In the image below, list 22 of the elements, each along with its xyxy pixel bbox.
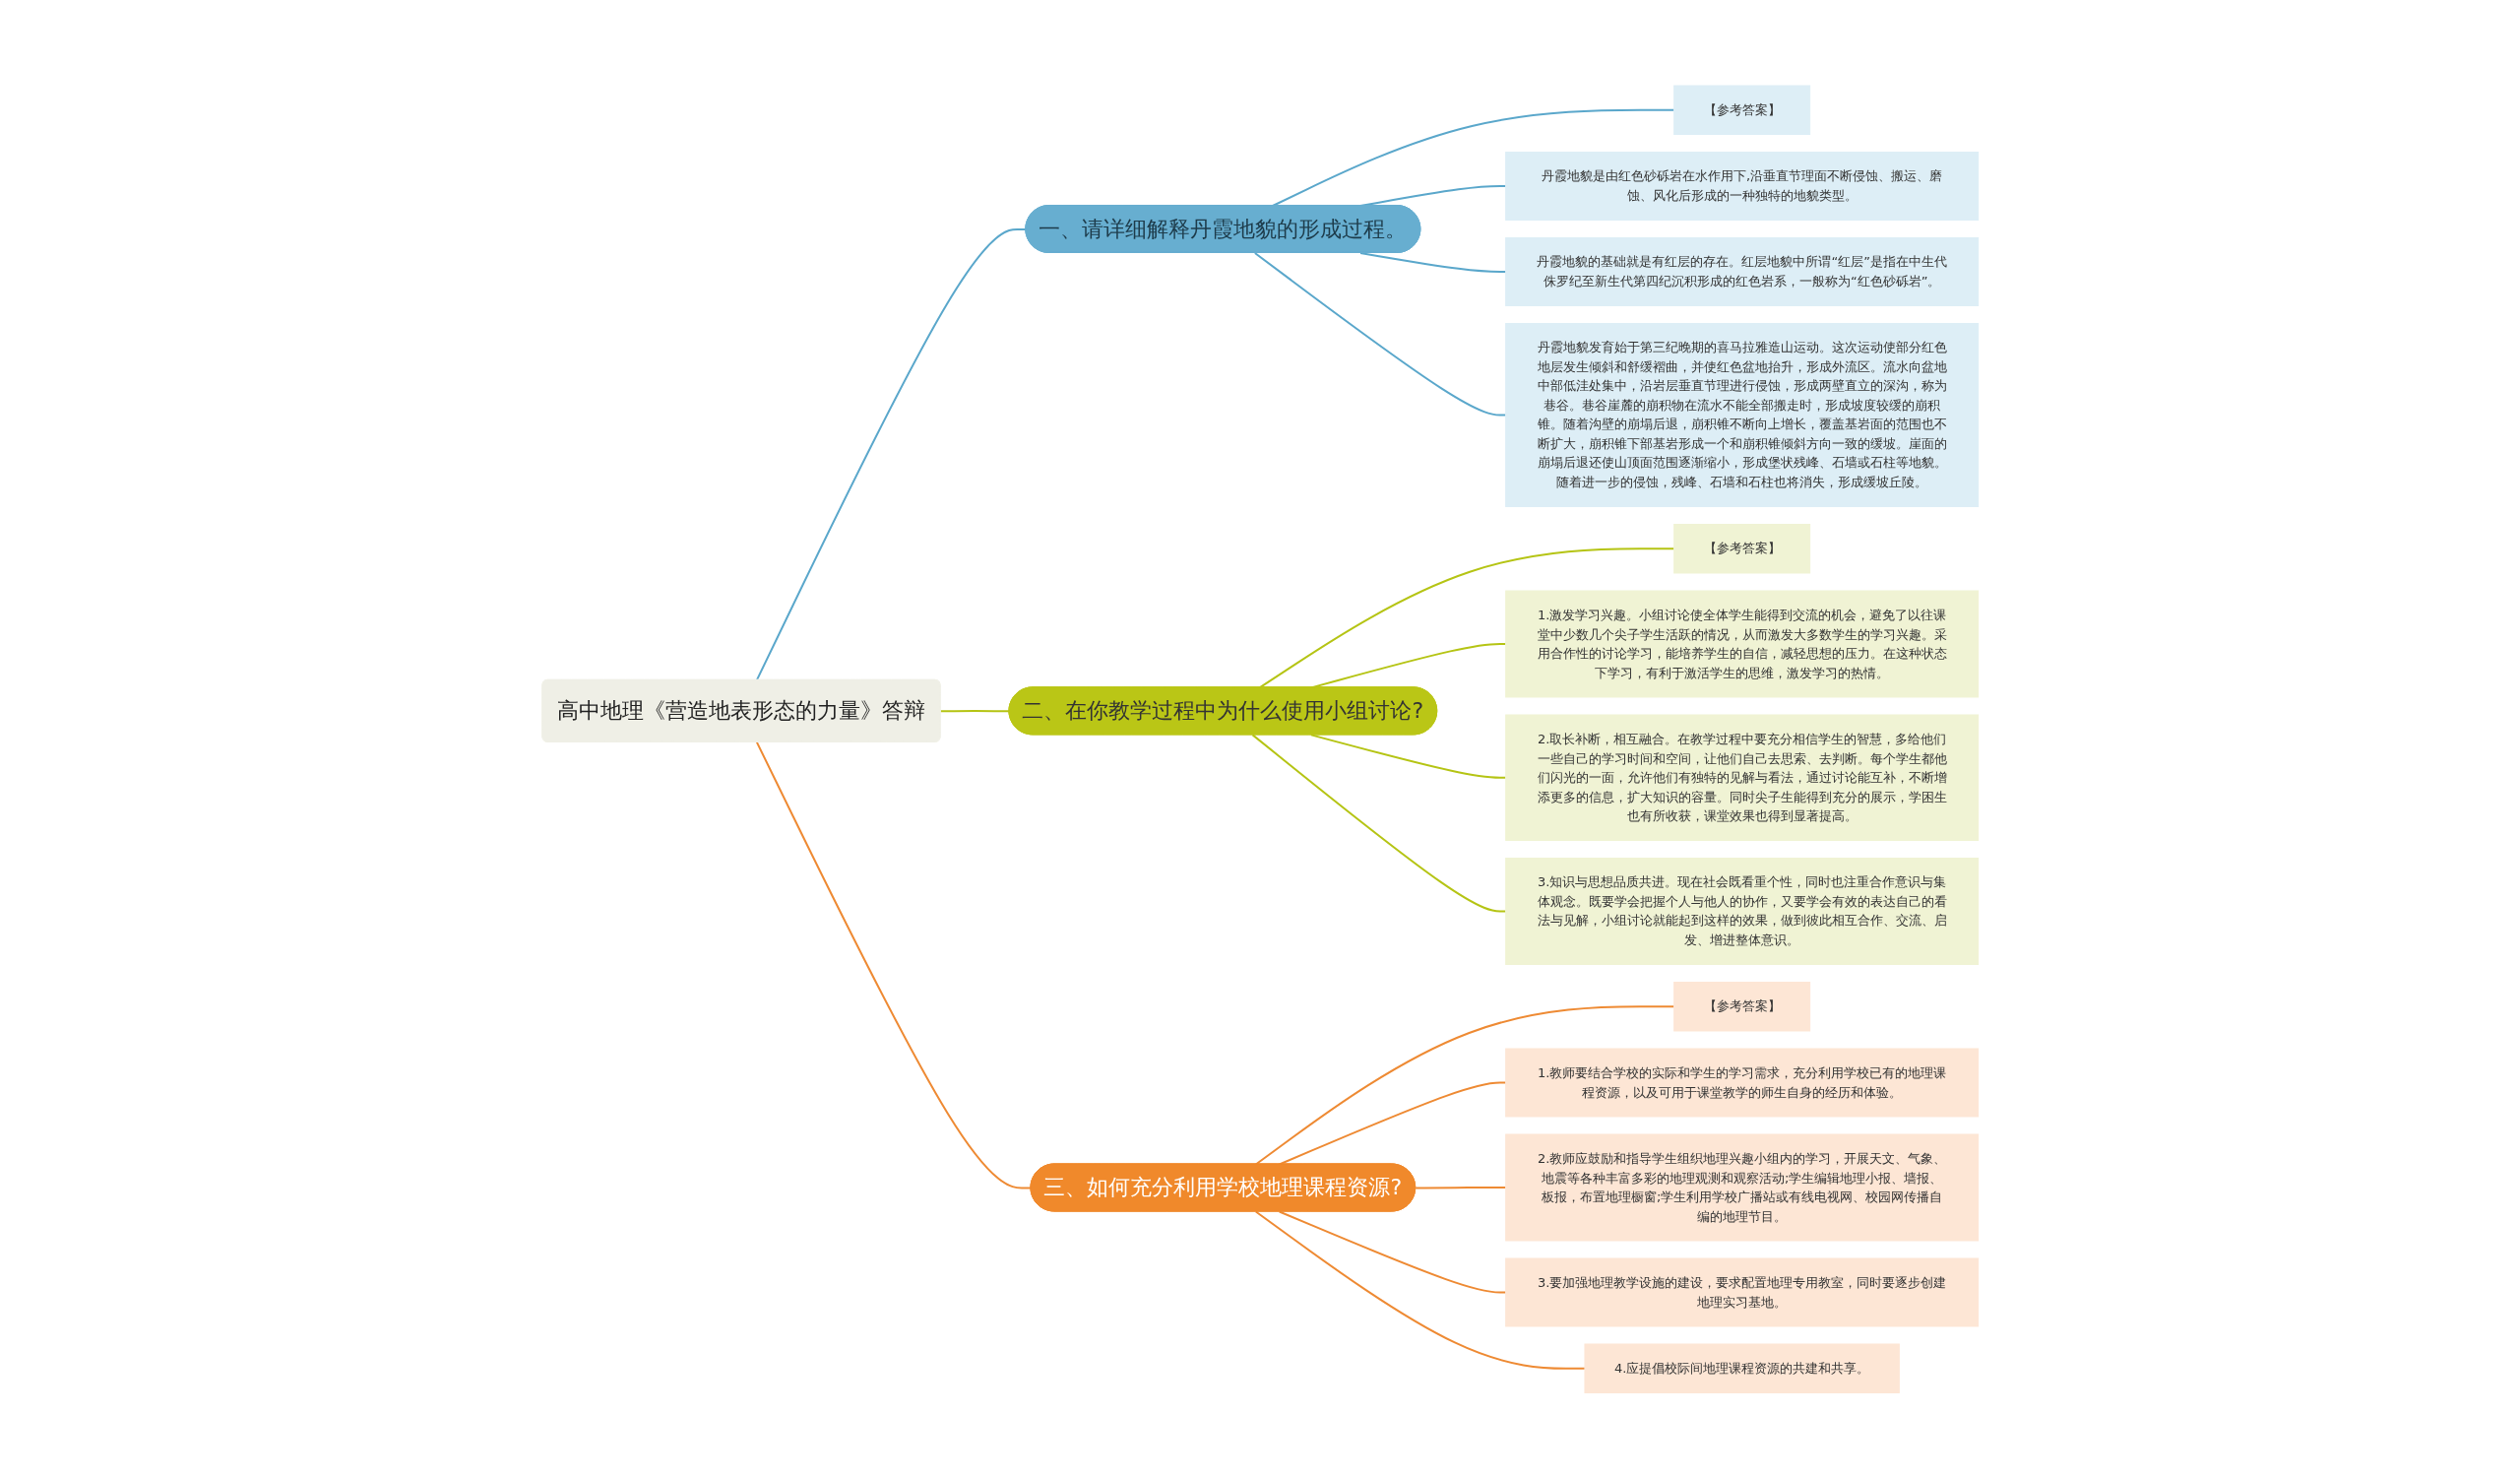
node-box: 【参考答案】 — [1672, 523, 1810, 574]
node-box: 3.知识与思想品质共进。现在社会既看重个性，同时也注重合作意识与集体观念。既要学会把握个人与他人的协作，又要学会有效的表达自己的看法与见解，小组讨论就能起到这样的效果，做到彼此相互合作、交流、启发、增进整体意识。 — [1504, 857, 1979, 965]
node-box: 丹霞地貌是由红色砂砾岩在水作用下,沿垂直节理面不断侵蚀、搬运、磨蚀、风化后形成的一种独特的地貌类型。 — [1504, 151, 1979, 221]
connector — [1414, 1186, 1507, 1189]
node-box: 丹霞地貌的基础就是有红层的存在。红层地貌中所谓“红层”是指在中生代侏罗纪至新生代第四纪沉积形成的红色岩系，一般称为“红色砂砾岩”。 — [1504, 236, 1979, 306]
connector — [1309, 734, 1507, 779]
node-box: 1.教师要结合学校的实际和学生的学习需求，充分利用学校已有的地理课程资源，以及可用于课堂教学的师生自身的经历和体验。 — [1504, 1048, 1979, 1118]
node-box: 【参考答案】 — [1672, 981, 1810, 1032]
node-box: 2.教师应鼓励和指导学生组织地理兴趣小组内的学习，开展天文、气象、地震等各种丰富多彩的地理观测和观察活动;学生编辑地理小报、墙报、板报，布置地理橱窗;学生利用学校广播站或有线电视网、校园网传播自编的地理节目。 — [1504, 1133, 1979, 1242]
connector — [755, 227, 1027, 681]
node-box: 3.要加强地理教学设施的建设，要求配置地理专用教室，同时要逐步创建地理实习基地。 — [1504, 1257, 1979, 1327]
connector — [1251, 734, 1507, 913]
connector — [1358, 251, 1507, 273]
node-box: 2.取长补断，相互融合。在教学过程中要充分相信学生的智慧，多给他们一些自己的学习时间和空间，让他们自己去思索、去判断。每个学生都他们闪光的一面，允许他们有独特的见解与看法，通过讨论能互补，不断增添更多的信息，扩大知识的容量。同时尖子生能得到充分的展示，学困生也有所收获，课堂效果也得到显著提高。 — [1504, 714, 1979, 841]
node-box: 【参考答案】 — [1672, 85, 1810, 135]
connector — [1278, 1210, 1507, 1294]
node-box: 丹霞地貌发育始于第三纪晚期的喜马拉雅造山运动。这次运动使部分红色地层发生倾斜和舒缓褶曲，并使红色盆地抬升，形成外流区。流水向盆地中部低洼处集中，沿岩层垂直节理进行侵蚀，形成两壁直立的深沟，称为巷谷。巷谷崖麓的崩积物在流水不能全部搬走时，形成坡度较缓的崩积锥。随着沟壁的崩塌后退，崩积锥不断向上增长，覆盖基岩面的范围也不断扩大，崩积锥下部基岩形成一个和崩积锥倾斜方向一致的缓坡。崖面的崩塌后退还使山顶面范围逐渐缩小，形成堡状残峰、石墙或石柱等地貌。随着进一步的侵蚀，残峰、石墙和石柱也将消失，形成缓坡丘陵。 — [1504, 322, 1979, 507]
node-box: 1.激发学习兴趣。小组讨论使全体学生能得到交流的机会，避免了以往课堂中少数几个尖子学生活跃的情况，从而激发大多数学生的学习兴趣。采用合作性的讨论学习，能培养学生的自信，减轻思想的压力。在这种状态下学习，有利于激活学生的思维，激发学习的热情。 — [1504, 590, 1979, 698]
node-box: 4.应提倡校际间地理课程资源的共建和共享。 — [1584, 1343, 1900, 1393]
connector — [1253, 251, 1507, 417]
connector — [755, 740, 1033, 1189]
connector — [1254, 1210, 1586, 1370]
